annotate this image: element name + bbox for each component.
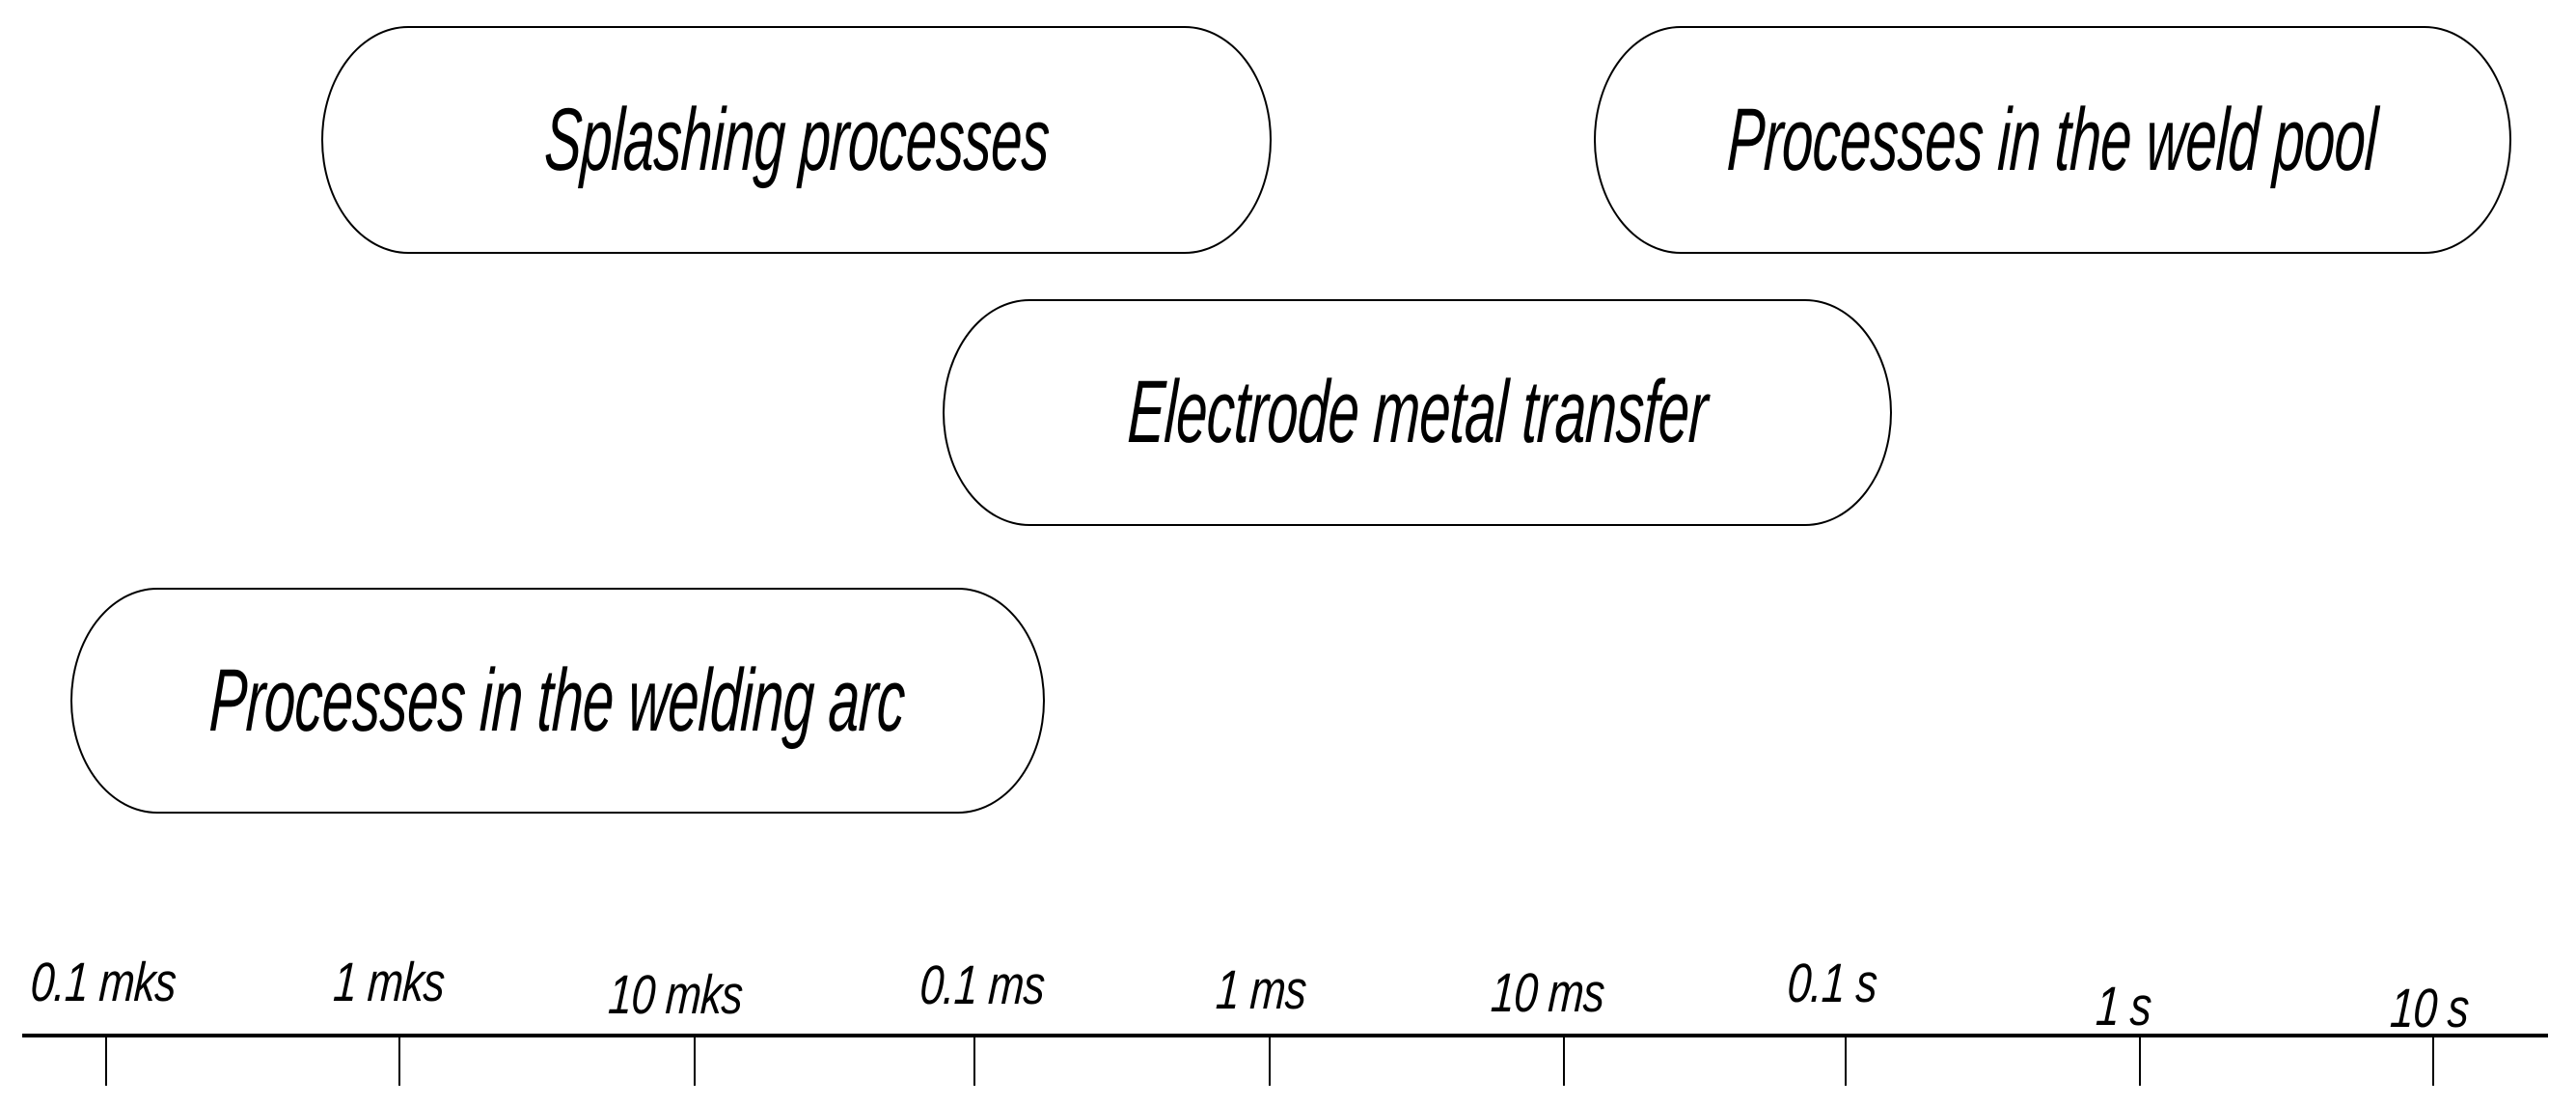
process-box-label: Processes in the welding arc bbox=[207, 650, 908, 750]
axis-tick-label: 1 mks bbox=[331, 952, 447, 1013]
axis-tick-label: 0.1 s bbox=[1786, 953, 1878, 1014]
axis-tick bbox=[105, 1036, 107, 1086]
process-box-welding-arc: Processes in the welding arc bbox=[70, 588, 1045, 814]
axis-tick-label: 1 ms bbox=[1214, 959, 1308, 1021]
process-box-weld-pool: Processes in the weld pool bbox=[1594, 26, 2511, 254]
axis-tick-label: 0.1 mks bbox=[29, 952, 178, 1013]
axis-tick-label: 10 s bbox=[2388, 978, 2471, 1039]
axis-tick bbox=[2432, 1036, 2434, 1086]
axis-tick bbox=[2139, 1036, 2141, 1086]
axis-tick bbox=[1563, 1036, 1565, 1086]
process-box-electrode-transfer: Electrode metal transfer bbox=[943, 299, 1892, 526]
axis-tick-label: 1 s bbox=[2094, 976, 2153, 1037]
axis-tick bbox=[1269, 1036, 1271, 1086]
process-box-splashing: Splashing processes bbox=[321, 26, 1272, 254]
process-box-label: Electrode metal transfer bbox=[1125, 363, 1710, 461]
axis-tick-label: 10 mks bbox=[606, 964, 745, 1026]
axis-tick-label: 10 ms bbox=[1489, 962, 1606, 1024]
axis-tick bbox=[398, 1036, 400, 1086]
axis-tick bbox=[973, 1036, 975, 1086]
process-box-label: Splashing processes bbox=[541, 90, 1052, 189]
axis-tick bbox=[1845, 1036, 1847, 1086]
process-box-label: Processes in the weld pool bbox=[1725, 90, 2380, 189]
axis-tick bbox=[694, 1036, 696, 1086]
axis-tick-label: 0.1 ms bbox=[918, 954, 1047, 1016]
time-axis-line bbox=[22, 1034, 2548, 1037]
